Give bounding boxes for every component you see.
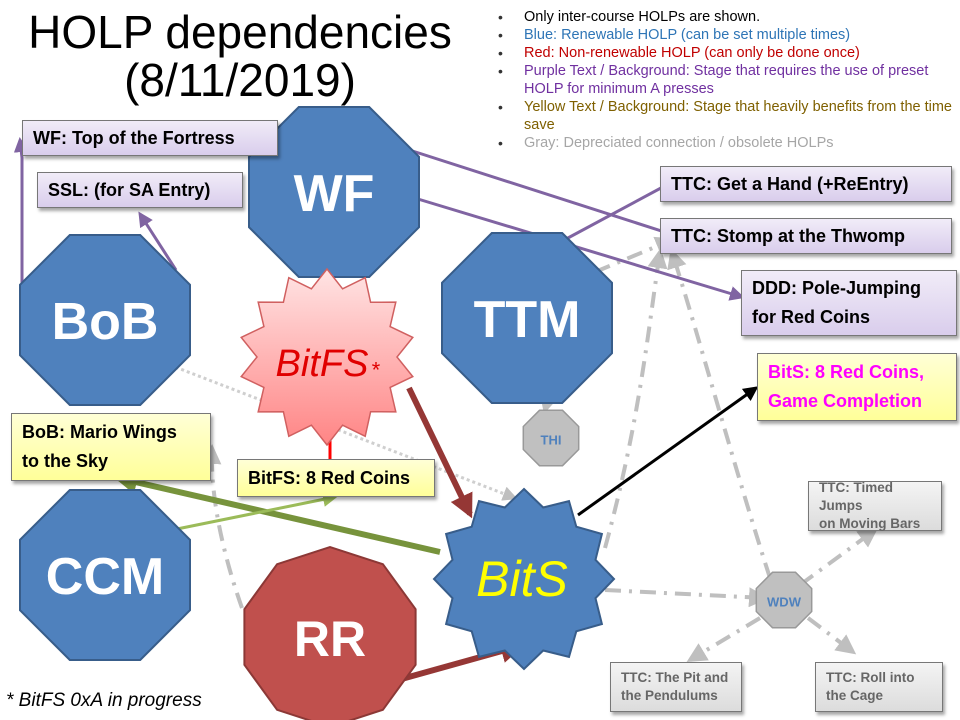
arrow-bob-to-bits-gray — [169, 363, 518, 501]
legend-item: Yellow Text / Background: Stage that hea… — [490, 98, 955, 134]
legend-item: Purple Text / Background: Stage that req… — [490, 62, 955, 98]
box-ttc-roll-into-cage: TTC: Roll into the Cage — [815, 662, 943, 712]
footnote: * BitFS 0xA in progress — [6, 690, 202, 711]
arrow-wdw-to-ttc-timed-gray — [798, 527, 879, 587]
node-thi-label: THI — [541, 433, 562, 448]
node-ttm-label: TTM — [474, 291, 581, 349]
node-wf-label: WF — [294, 165, 375, 223]
arrow-ccm-to-bob-wings-gray — [201, 444, 244, 609]
box-label-line1: BitS: 8 Red Coins, — [768, 362, 925, 382]
arrow-wdw-to-ttc-pit-gray — [686, 616, 762, 663]
legend-item: Only inter-course HOLPs are shown. — [490, 8, 955, 26]
legend-item: Red: Non-renewable HOLP (can only be don… — [490, 44, 955, 62]
arrow-bits-to-bits-red-coins — [577, 386, 759, 517]
box-ssl-sa-entry: SSL: (for SA Entry) — [37, 172, 243, 208]
box-label-line1: TTC: Roll into — [826, 670, 915, 685]
arrow-wdw-to-ttc-stomp-gray — [667, 248, 772, 579]
box-ttc-stomp-at-thwomp: TTC: Stomp at the Thwomp — [660, 218, 952, 254]
arrow-bits-to-bob-wings — [113, 470, 441, 555]
box-ddd-pole-jumping: DDD: Pole-Jumping for Red Coins — [741, 270, 957, 336]
box-label-line1: TTC: The Pit and — [621, 670, 729, 685]
arrow-ttm-to-ttc-stomp-gray — [594, 236, 676, 274]
node-bob-shape — [19, 234, 191, 406]
box-label-line2: the Pendulums — [621, 688, 718, 703]
page-subtitle-date: (8/11/2019) — [124, 54, 356, 106]
node-thi-shape — [522, 409, 580, 467]
course-nodes: WF BoB TTM CCM RR BitS BitFS* THI WDW — [19, 106, 813, 720]
box-label-line1: DDD: Pole-Jumping — [752, 278, 921, 298]
arrow-bob-to-ssl — [138, 211, 178, 271]
node-ccm-label: CCM — [46, 548, 164, 606]
node-wdw-label: WDW — [767, 595, 802, 610]
box-bitfs-red-coins: BitFS: 8 Red Coins — [237, 459, 435, 497]
box-label: TTC: Stomp at the Thwomp — [671, 225, 905, 246]
node-bitfs-mark: * — [371, 358, 381, 383]
node-bitfs-label: BitFS — [276, 343, 369, 385]
legend-item: Gray: Depreciated connection / obsolete … — [490, 134, 955, 152]
box-label: SSL: (for SA Entry) — [48, 179, 211, 200]
arrow-bits-to-wdw-gray — [604, 587, 769, 608]
box-label-line1: TTC: Timed Jumps — [819, 480, 893, 513]
box-label-line2: on Moving Bars — [819, 516, 921, 531]
node-rr-label: RR — [294, 611, 366, 667]
box-label: WF: Top of the Fortress — [33, 127, 235, 148]
arrow-ttm-to-ttc-hand — [552, 179, 677, 248]
box-ttc-pit-pendulums: TTC: The Pit and the Pendulums — [610, 662, 742, 712]
box-ttc-timed-jumps: TTC: Timed Jumps on Moving Bars — [808, 480, 942, 531]
box-label-line2: Game Completion — [768, 391, 923, 411]
page-title: HOLP dependencies — [28, 6, 452, 58]
box-label: BitFS: 8 Red Coins — [248, 467, 411, 488]
box-label-line2: to the Sky — [22, 451, 109, 471]
connectors — [13, 137, 879, 683]
node-wf-shape — [248, 106, 420, 278]
legend: Only inter-course HOLPs are shown. Blue:… — [490, 8, 955, 152]
legend-item: Blue: Renewable HOLP (can be set multipl… — [490, 26, 955, 44]
arrow-wf-to-ttc-stomp — [399, 145, 680, 240]
node-ccm-shape — [19, 489, 191, 661]
arrow-bits-to-ttc-stomp-gray — [603, 248, 668, 549]
box-label-line2: for Red Coins — [752, 307, 871, 327]
node-bits-shape — [432, 487, 616, 671]
box-bits-red-coins: BitS: 8 Red Coins, Game Completion — [757, 353, 957, 421]
arrow-bob-to-wf-top — [13, 137, 29, 322]
arrow-ccm-to-bitfs-rc — [171, 492, 338, 532]
arrow-bitfs-to-bits — [406, 386, 473, 519]
node-bitfs-shape — [240, 267, 414, 447]
node-bits-label: BitS — [476, 551, 568, 607]
box-ttc-get-a-hand: TTC: Get a Hand (+ReEntry) — [660, 166, 952, 202]
node-wdw-shape — [755, 571, 813, 629]
arrow-wdw-to-ttc-roll-gray — [806, 616, 857, 655]
box-label: TTC: Get a Hand (+ReEntry) — [671, 173, 909, 194]
node-ttm-shape — [441, 232, 613, 404]
box-label-line2: the Cage — [826, 688, 884, 703]
node-rr-shape — [243, 545, 417, 720]
node-bob-label: BoB — [52, 293, 159, 351]
box-bob-mario-wings: BoB: Mario Wings to the Sky — [11, 413, 211, 481]
box-label-line1: BoB: Mario Wings — [22, 422, 177, 442]
box-wf-top-of-fortress: WF: Top of the Fortress — [22, 120, 278, 156]
